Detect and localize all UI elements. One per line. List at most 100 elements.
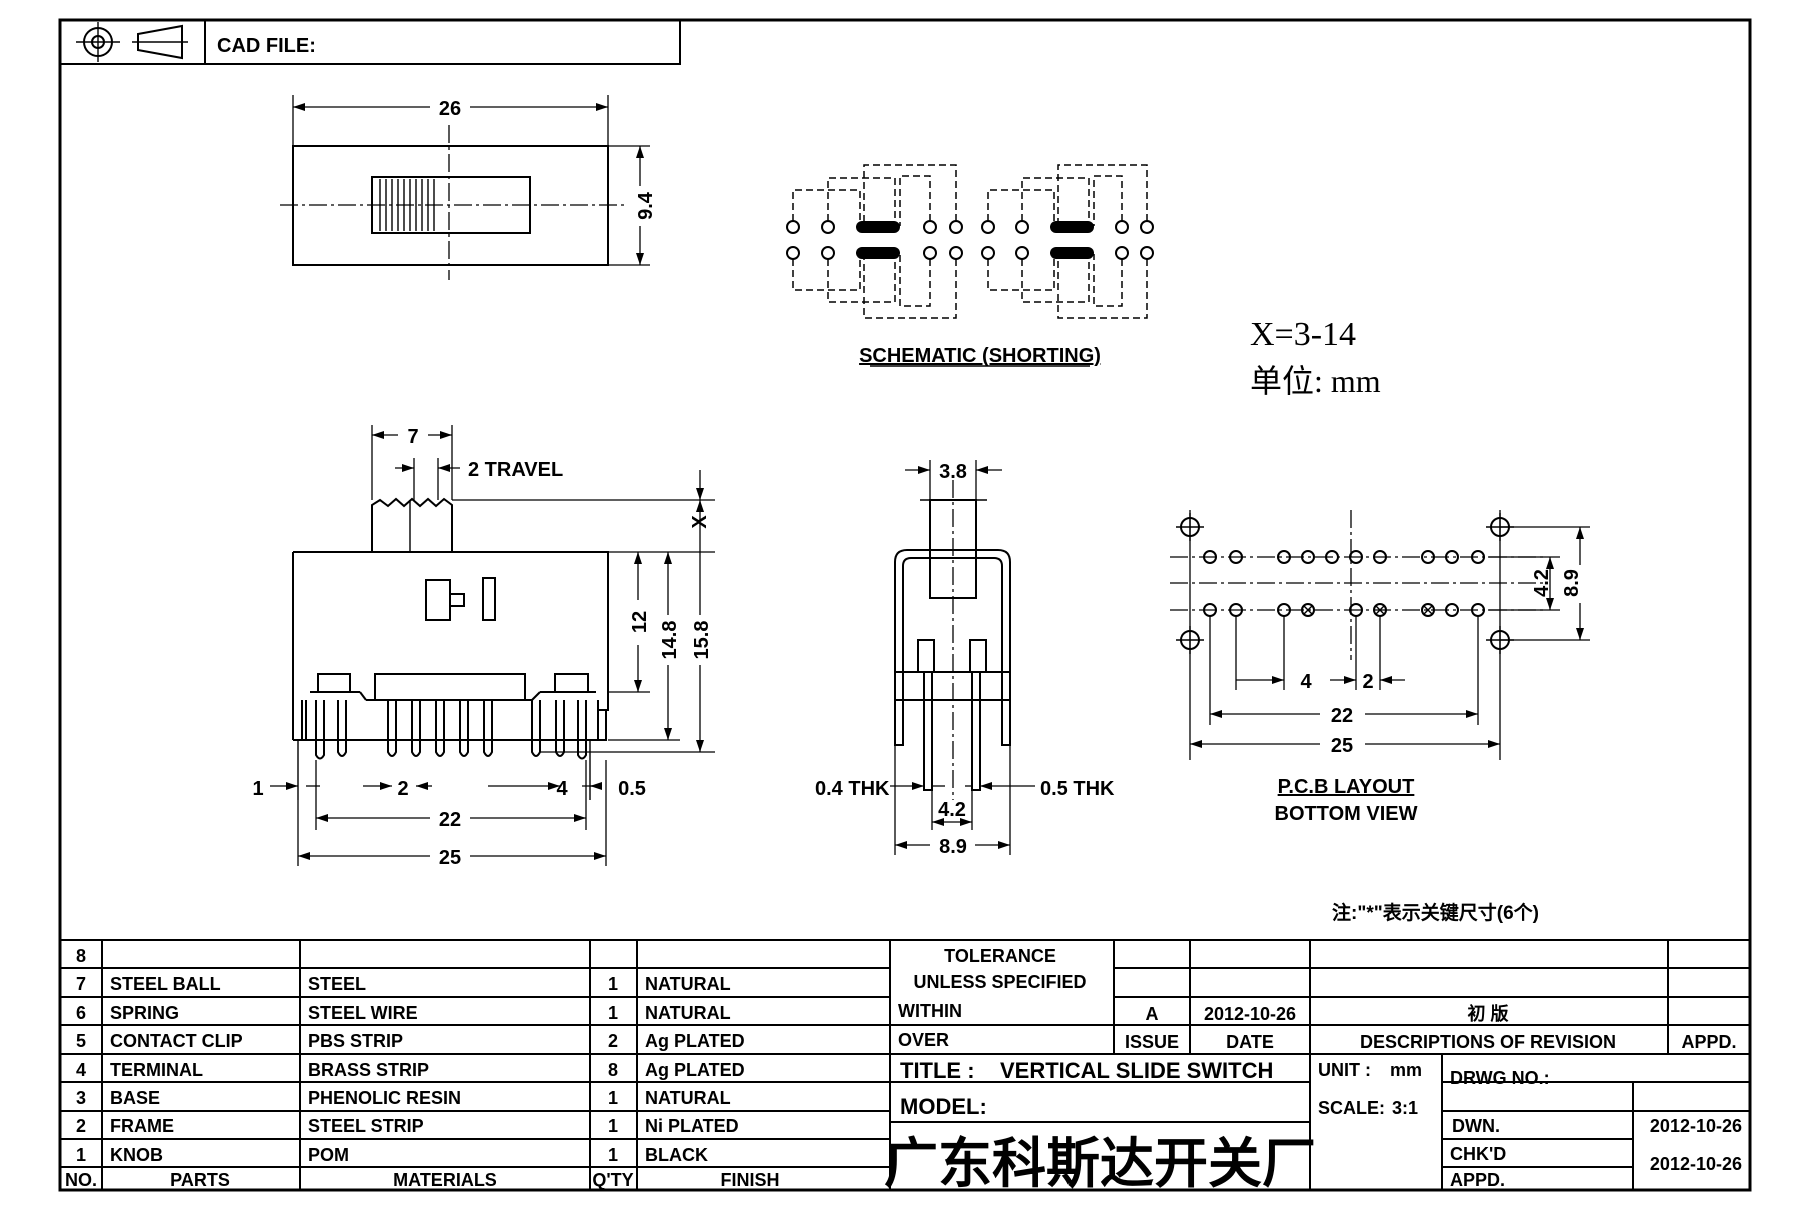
appd-label: APPD. <box>1450 1170 1505 1190</box>
revision-description: 初 版 <box>1467 1003 1508 1024</box>
bom-material-cell: PHENOLIC RESIN <box>308 1088 461 1108</box>
unit-value: mm <box>1390 1060 1422 1080</box>
bom-header-qty: Q'TY <box>592 1170 633 1190</box>
revision-date: 2012-10-26 <box>1204 1004 1296 1024</box>
bom-qty-cell: 1 <box>608 1145 618 1165</box>
pitch-2-dim: 2 <box>397 778 408 800</box>
x-range-note: X=3-14 <box>1250 316 1356 353</box>
scale-label: SCALE: <box>1318 1098 1385 1118</box>
pcb-22-dim: 22 <box>1331 705 1353 727</box>
bom-finish-cell: Ag PLATED <box>645 1031 745 1051</box>
pcb-layout: 4.2 8.9 4 2 22 25 P.C.B LAYOUT BOTTOM VI… <box>1170 510 1590 825</box>
height-148-dim: 14.8 <box>659 621 681 660</box>
company-name: 广东科斯达开关厂 <box>884 1134 1316 1194</box>
bom-finish-cell: Ag PLATED <box>645 1060 745 1080</box>
pcb-42-dim: 4.2 <box>1531 569 1553 597</box>
description-column-header: DESCRIPTIONS OF REVISION <box>1360 1032 1616 1052</box>
chkd-label: CHK'D <box>1450 1144 1506 1164</box>
bom-part-cell: SPRING <box>110 1003 179 1023</box>
pitch-4-dim: 4 <box>556 778 568 800</box>
front-view: 7 2 TRAVEL X 12 14.8 15.8 1 <box>252 425 715 869</box>
top-height-dim: 9.4 <box>635 191 657 220</box>
dwn-date: 2012-10-26 <box>1650 1116 1742 1136</box>
unless-specified-label: UNLESS SPECIFIED <box>913 972 1086 992</box>
bom-material-cell: STEEL <box>308 974 366 994</box>
bom-header-no: NO. <box>65 1170 97 1190</box>
bom-part-cell: BASE <box>110 1088 160 1108</box>
span-25-dim: 25 <box>439 847 461 869</box>
bom-qty-cell: 2 <box>608 1031 618 1051</box>
bom-qty-cell: 8 <box>608 1060 618 1080</box>
bom-qty-cell: 1 <box>608 1116 618 1136</box>
height-158-dim: 15.8 <box>691 621 713 660</box>
pcb-25-dim: 25 <box>1331 735 1353 757</box>
sheet-border <box>58 18 1752 1192</box>
left-1-dim: 1 <box>252 778 263 800</box>
title-block: TOLERANCE UNLESS SPECIFIED WITHIN OVER A… <box>884 940 1750 1194</box>
model-label: MODEL: <box>900 1094 987 1119</box>
travel-label: 2 TRAVEL <box>468 459 563 481</box>
bom-qty-cell: 1 <box>608 1088 618 1108</box>
schematic-diagram: SCHEMATIC (SHORTING) <box>786 164 1154 367</box>
schematic-group-left <box>786 164 963 319</box>
key-dims-note: 注:"*"表示关键尺寸(6个) <box>1332 901 1539 924</box>
pcb-89-dim: 8.9 <box>1561 569 1583 597</box>
bom-qty-cell: 1 <box>608 1003 618 1023</box>
width-89-dim: 8.9 <box>939 836 967 858</box>
dwn-label: DWN. <box>1452 1116 1500 1136</box>
bom-part-cell: FRAME <box>110 1116 174 1136</box>
knob-38-dim: 3.8 <box>939 461 967 483</box>
bom-part-cell: CONTACT CLIP <box>110 1031 243 1051</box>
title-label: TITLE : <box>900 1058 975 1083</box>
tolerance-label: TOLERANCE <box>944 946 1056 966</box>
bom-no-cell: 8 <box>76 946 86 966</box>
schematic-caption: SCHEMATIC (SHORTING) <box>859 345 1101 367</box>
bom-no-cell: 6 <box>76 1003 86 1023</box>
knob-ribs <box>379 179 435 231</box>
bom-finish-cell: Ni PLATED <box>645 1116 739 1136</box>
title-value: VERTICAL SLIDE SWITCH <box>1000 1058 1273 1083</box>
unit-label: UNIT : <box>1318 1060 1371 1080</box>
appd-column-header: APPD. <box>1681 1032 1736 1052</box>
terminals <box>315 700 587 760</box>
bom-finish-cell: BLACK <box>645 1145 708 1165</box>
pcb-4-dim: 4 <box>1300 671 1312 693</box>
header-block: CAD FILE: <box>59 19 681 65</box>
bom-material-cell: BRASS STRIP <box>308 1060 429 1080</box>
thk-04-label: 0.4 THK <box>815 778 890 800</box>
bom-header-finish: FINISH <box>720 1170 779 1190</box>
width-42-dim: 4.2 <box>938 799 966 821</box>
knob-width-dim: 7 <box>407 426 418 448</box>
bom-no-cell: 4 <box>76 1060 86 1080</box>
bom-material-cell: STEEL STRIP <box>308 1116 424 1136</box>
bom-part-cell: TERMINAL <box>110 1060 203 1080</box>
bom-material-cell: PBS STRIP <box>308 1031 403 1051</box>
top-view: 26 9.4 <box>280 95 657 280</box>
bom-no-cell: 5 <box>76 1031 86 1051</box>
chkd-date: 2012-10-26 <box>1650 1154 1742 1174</box>
bom-no-cell: 1 <box>76 1145 86 1165</box>
bom-part-cell: KNOB <box>110 1145 163 1165</box>
bom-no-cell: 3 <box>76 1088 86 1108</box>
bom-finish-cell: NATURAL <box>645 1088 731 1108</box>
scale-value: 3:1 <box>1392 1098 1418 1118</box>
bom-no-cell: 2 <box>76 1116 86 1136</box>
date-column-header: DATE <box>1226 1032 1274 1052</box>
pcb-caption-1: P.C.B LAYOUT <box>1278 776 1415 798</box>
bom-no-cell: 7 <box>76 974 86 994</box>
bom-material-cell: POM <box>308 1145 349 1165</box>
bom-header-parts: PARTS <box>170 1170 230 1190</box>
pcb-caption-2: BOTTOM VIEW <box>1275 803 1418 825</box>
drwg-no-label: DRWG NO.: <box>1450 1068 1550 1088</box>
bom-finish-cell: NATURAL <box>645 1003 731 1023</box>
bom-part-cell: STEEL BALL <box>110 974 221 994</box>
bom-table <box>60 939 1750 1190</box>
issue-column-header: ISSUE <box>1125 1032 1179 1052</box>
span-22-dim: 22 <box>439 809 461 831</box>
pcb-2-dim: 2 <box>1362 671 1373 693</box>
within-label: WITHIN <box>898 1001 962 1021</box>
top-width-dim: 26 <box>439 98 461 120</box>
third-angle-projection-icon <box>76 22 188 62</box>
schematic-group-right <box>981 164 1154 319</box>
